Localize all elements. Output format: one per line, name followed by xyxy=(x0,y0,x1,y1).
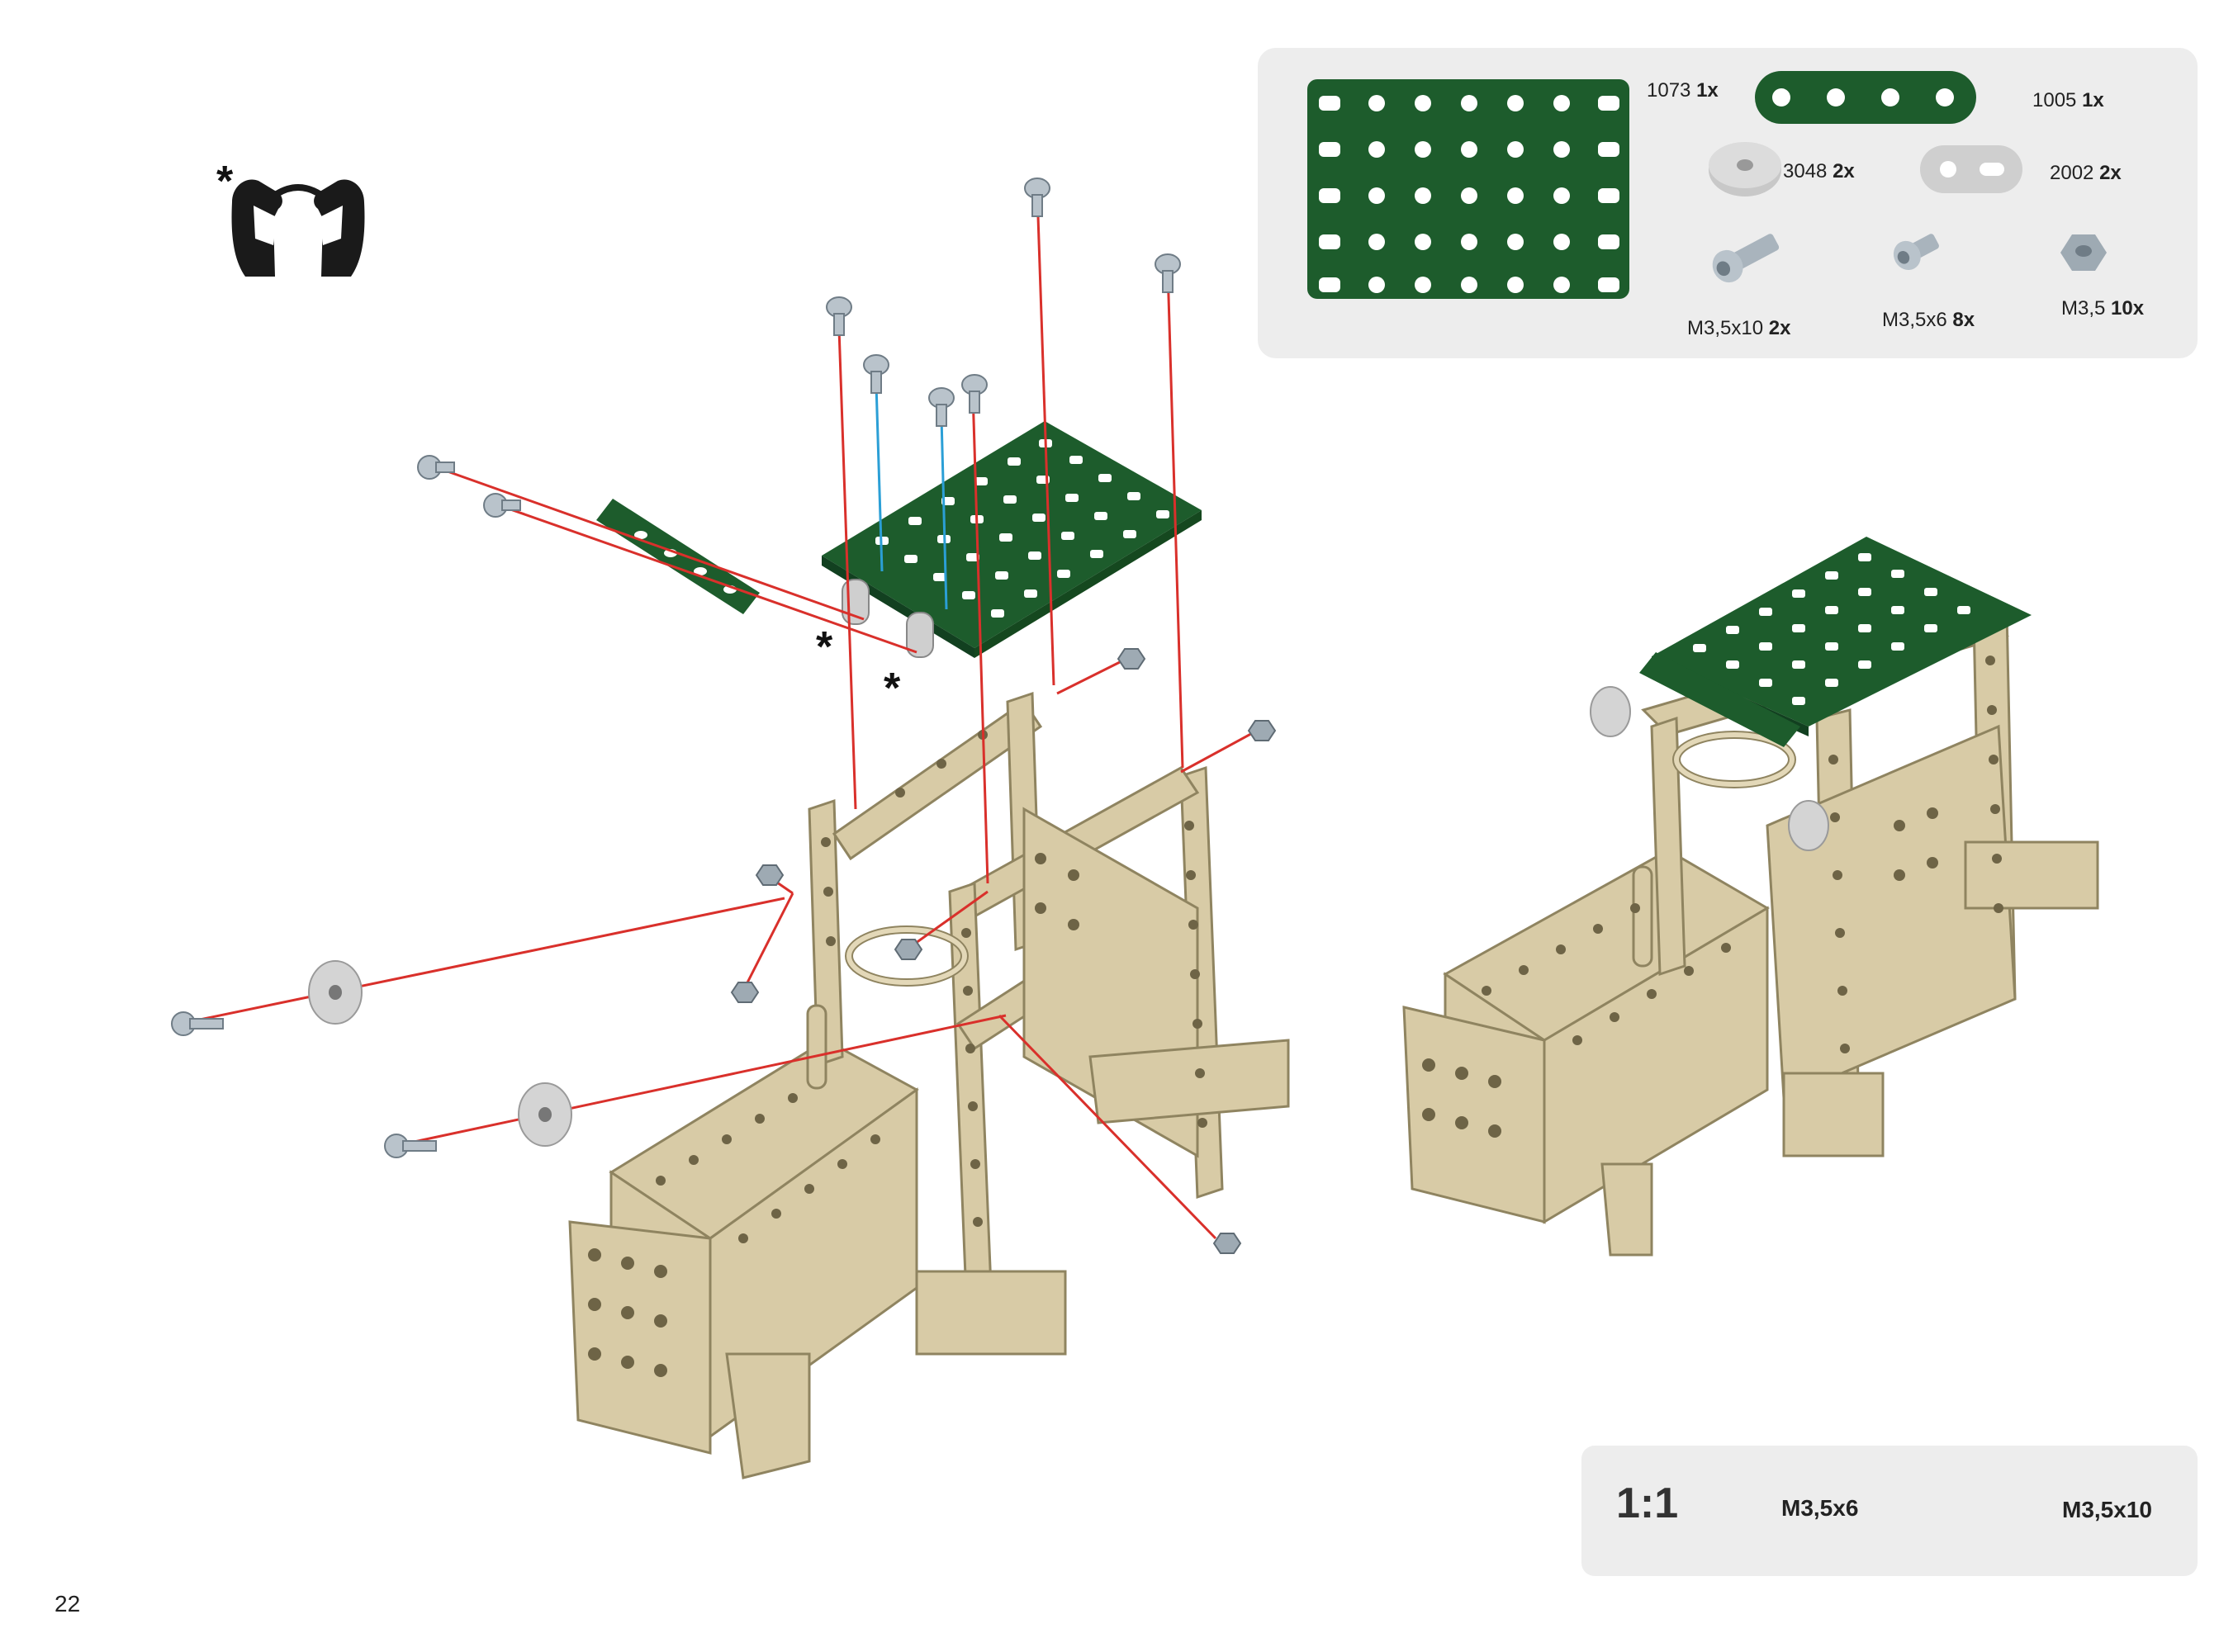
page-number: 22 xyxy=(55,1591,81,1616)
hands-hold-icon xyxy=(231,179,365,277)
washer-icon xyxy=(1709,142,1781,196)
blue-guide-lines xyxy=(875,383,948,610)
bracket-asterisk-1: * xyxy=(816,623,833,671)
part-label-m35x10: M3,5x10 2x xyxy=(1687,317,1791,339)
green-strip-exploded xyxy=(596,499,760,614)
hands-asterisk: * xyxy=(216,158,234,206)
part-label-1005: 1005 1x xyxy=(2032,89,2104,111)
scale-ratio: 1:1 xyxy=(1616,1479,1679,1527)
nuts-exploded xyxy=(730,648,1277,1254)
scale-long-screw-label: M3,5x10 xyxy=(2062,1497,2152,1522)
green-plate-exploded xyxy=(822,421,1202,658)
part-label-m35x6: M3,5x6 8x xyxy=(1882,309,1975,331)
exploded-assembly-view xyxy=(171,178,1290,1479)
part-label-1073: 1073 1x xyxy=(1647,79,1719,102)
hole-pattern xyxy=(588,730,1207,1377)
assembled-tractor-view xyxy=(1402,537,2099,1257)
red-guide-lines xyxy=(179,191,1258,1240)
double-bracket-icon xyxy=(1920,145,2022,193)
bracket-asterisk-2: * xyxy=(884,665,901,712)
steering-wheel xyxy=(845,925,969,987)
parts-list-panel: 1073 1x 1005 1x 3048 2x 2002 2x M3,5x10 … xyxy=(1258,48,2198,358)
screw-long-icon xyxy=(1712,234,1780,283)
green-strip-5-hole-icon xyxy=(1755,71,1976,124)
part-label-2002: 2002 2x xyxy=(2050,162,2122,184)
tractor-body xyxy=(568,691,1290,1479)
scale-short-screw-label: M3,5x6 xyxy=(1781,1495,1859,1521)
part-label-m35: M3,5 10x xyxy=(2061,297,2145,320)
green-large-plate-icon xyxy=(1307,79,1629,299)
washers-exploded xyxy=(308,960,572,1147)
scale-reference-panel: 1:1 M3,5x6 M3,5x10 xyxy=(1581,1446,2198,1576)
screw-short-icon xyxy=(1893,234,1939,271)
parts-illustrations xyxy=(1307,71,2107,299)
screws-exploded xyxy=(171,178,1181,1158)
hex-nut-icon xyxy=(2060,234,2107,271)
part-label-3048: 3048 2x xyxy=(1783,160,1855,182)
double-brackets-exploded xyxy=(842,579,934,658)
